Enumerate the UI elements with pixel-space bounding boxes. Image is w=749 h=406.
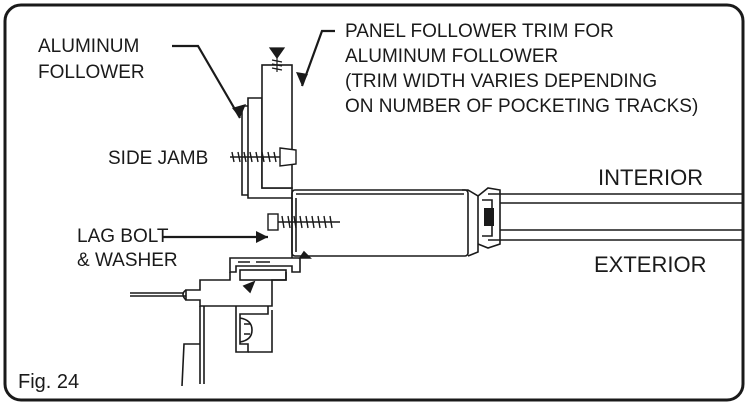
interior-label: INTERIOR: [598, 165, 703, 190]
trim-label-line3: (TRIM WIDTH VARIES DEPENDING: [345, 71, 657, 92]
trim-label-line4: ON NUMBER OF POCKETING TRACKS): [345, 96, 698, 117]
aluminum-follower-label-line2: FOLLOWER: [38, 62, 145, 83]
sill-track: [130, 198, 312, 387]
lag-bolt-icon: [267, 213, 340, 231]
lag-bolt-label-line1: LAG BOLT: [77, 226, 169, 247]
panel-follower-trim: [261, 64, 293, 189]
trim-label-line1: PANEL FOLLOWER TRIM FOR: [345, 21, 614, 42]
figure-border: [3, 3, 745, 402]
leader-arrowheads: [232, 72, 308, 243]
lag-bolt-label-line2: & WASHER: [77, 250, 178, 271]
door-panel: [477, 187, 742, 249]
trim-screw-icon: [268, 47, 286, 72]
side-jamb-label: SIDE JAMB: [108, 148, 208, 169]
aluminum-follower-label-line1: ALUMINUM: [38, 36, 139, 57]
leader-lines: [162, 29, 335, 239]
trim-label-line2: ALUMINUM FOLLOWER: [345, 46, 558, 67]
side-jamb-screw-icon: [230, 147, 297, 167]
figure-number: Fig. 24: [18, 371, 79, 393]
jamb-box: [291, 189, 479, 257]
exterior-label: EXTERIOR: [594, 252, 706, 277]
